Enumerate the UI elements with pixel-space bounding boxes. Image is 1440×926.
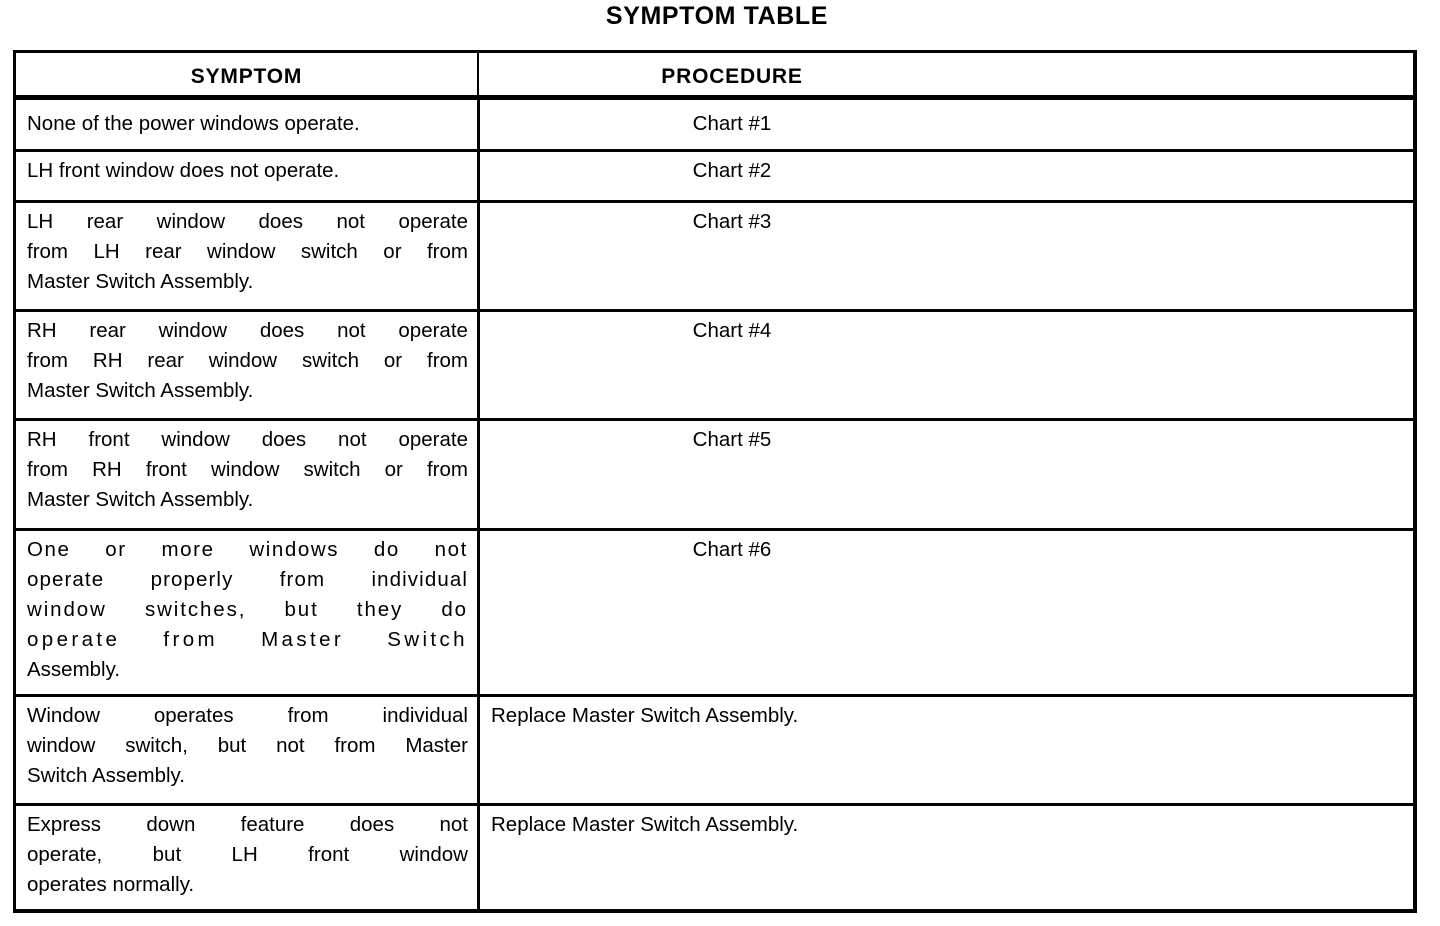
procedure-text: Replace Master Switch Assembly.	[491, 813, 799, 836]
cell-procedure: Chart #4	[477, 312, 1417, 421]
cell-procedure: Chart #1	[477, 105, 1417, 152]
procedure-text: Chart #3	[692, 210, 772, 233]
symptom-table: SYMPTOM PROCEDURE None of the power wind…	[13, 50, 1417, 913]
symptom-line: operates normally.	[27, 873, 195, 896]
column-header-procedure: PROCEDURE	[661, 65, 803, 88]
column-header-symptom: SYMPTOM	[190, 65, 303, 88]
procedure-text: Chart #2	[692, 159, 772, 182]
table-row: LH front window does not operate. Chart …	[16, 152, 1413, 203]
procedure-text: Chart #4	[692, 319, 772, 342]
table-header-row: SYMPTOM PROCEDURE	[16, 53, 1413, 100]
cell-procedure: Chart #2	[477, 152, 1417, 203]
cell-procedure: Replace Master Switch Assembly.	[477, 806, 1417, 913]
table-row: None of the power windows operate. Chart…	[16, 105, 1413, 152]
cell-procedure: Chart #6	[477, 531, 1417, 697]
symptom-line: Switch Assembly.	[27, 764, 185, 787]
cell-symptom: LH front window does not operate.	[16, 152, 477, 203]
cell-procedure: Replace Master Switch Assembly.	[477, 697, 1417, 806]
symptom-line: None of the power windows operate.	[27, 112, 360, 135]
symptom-line: Master Switch Assembly.	[27, 488, 254, 511]
cell-symptom: None of the power windows operate.	[16, 105, 477, 152]
symptom-line: Master Switch Assembly.	[27, 270, 254, 293]
page-title: SYMPTOM TABLE	[605, 2, 829, 30]
symptom-line: Master Switch Assembly.	[27, 379, 254, 402]
procedure-text: Chart #6	[692, 538, 772, 561]
cell-procedure: Chart #3	[477, 203, 1417, 312]
symptom-line: LH front window does not operate.	[27, 159, 340, 182]
procedure-text: Chart #5	[692, 428, 772, 451]
column-divider	[477, 100, 480, 913]
procedure-text: Replace Master Switch Assembly.	[491, 704, 799, 727]
procedure-text: Chart #1	[692, 112, 772, 135]
header-column-divider	[477, 53, 479, 100]
symptom-line: Assembly.	[27, 658, 121, 681]
cell-procedure: Chart #5	[477, 421, 1417, 531]
